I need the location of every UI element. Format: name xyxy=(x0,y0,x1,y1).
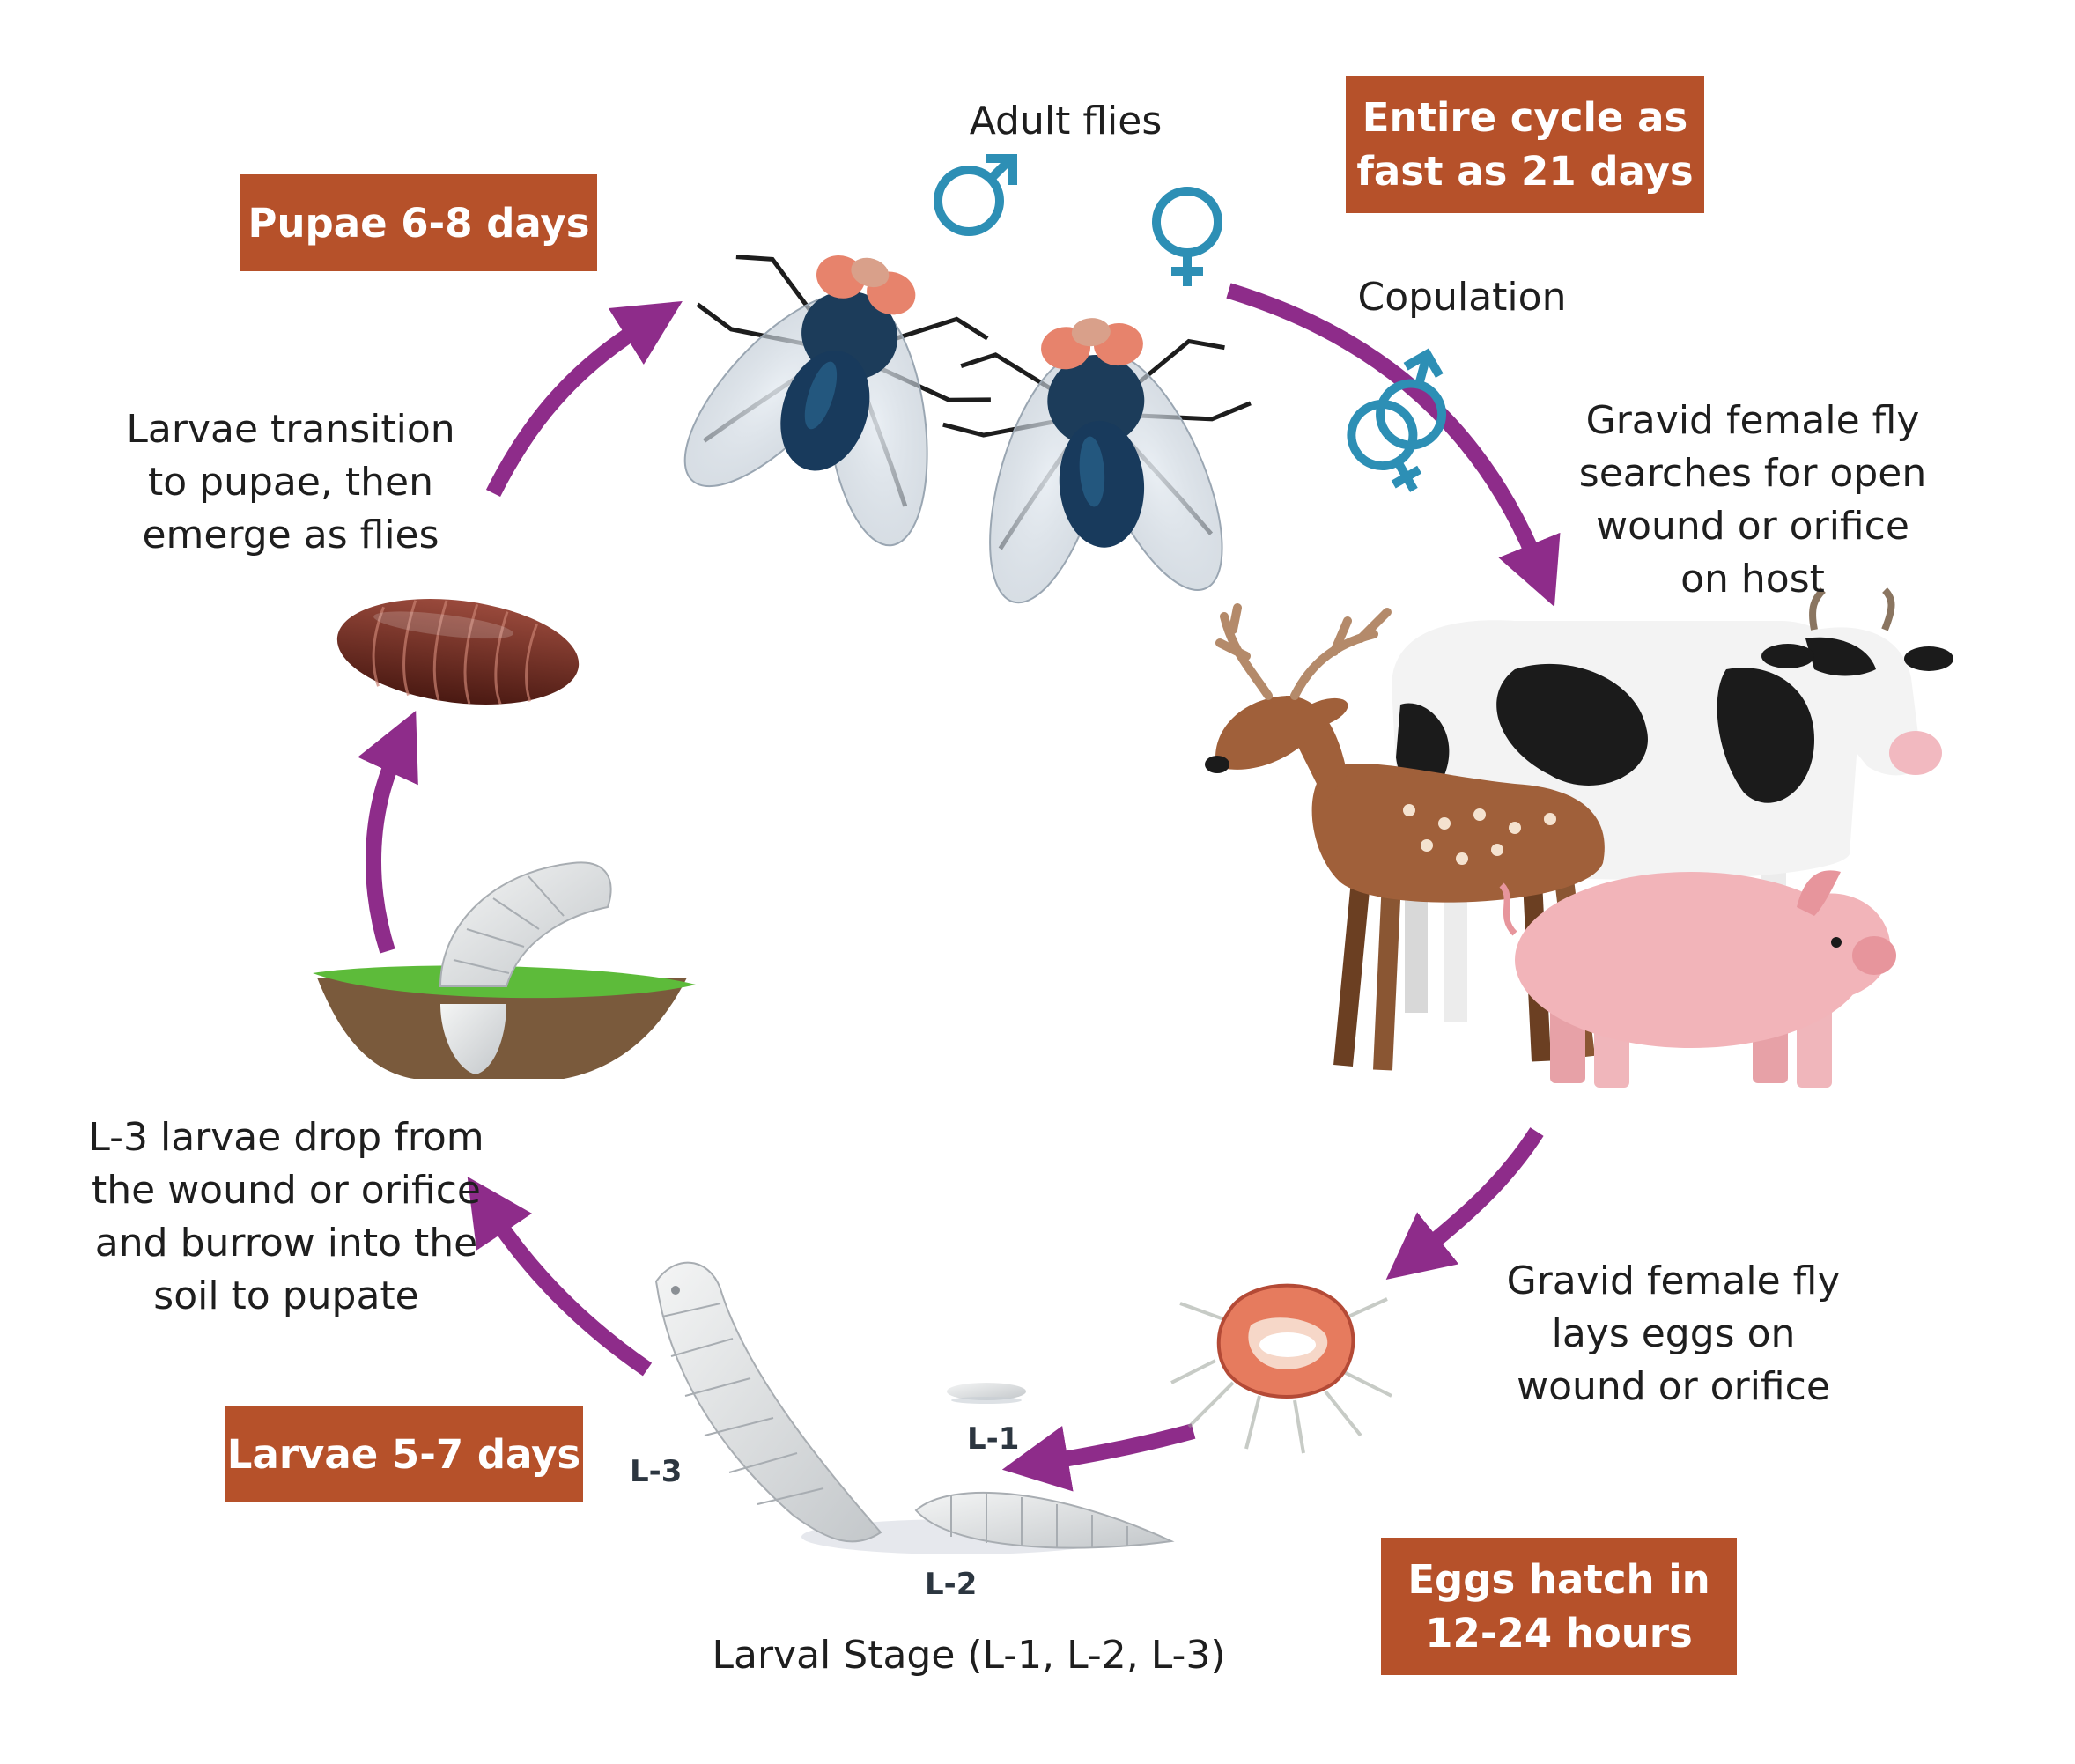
arrow-pupa-to-flies xyxy=(485,300,683,498)
larvae-duration-box: Larvae 5-7 days xyxy=(225,1406,583,1502)
copulation-symbol-icon xyxy=(1347,348,1447,492)
fly-icon xyxy=(683,255,991,547)
arrow-flies-to-host xyxy=(1226,283,1561,608)
eggs-hatch-box: Eggs hatch in 12-24 hours xyxy=(1381,1538,1737,1675)
pupae-duration-box: Pupae 6-8 days xyxy=(240,174,597,271)
adult-flies-label: Adult flies xyxy=(969,99,1163,144)
stage-label-l2: L-2 xyxy=(925,1567,977,1602)
arrow-wound-to-larvae xyxy=(1001,1423,1196,1492)
larvae-transition-label: Larvae transition to pupae, then emerge … xyxy=(126,407,455,557)
female-symbol-icon xyxy=(1152,187,1222,286)
stage-label-l1: L-1 xyxy=(967,1421,1019,1457)
larva-icon xyxy=(654,1261,882,1543)
larva-icon xyxy=(801,1491,1175,1554)
larval-stage-label: Larval Stage (L-1, L-2, L-3) xyxy=(712,1633,1226,1678)
wound-icon xyxy=(1170,1283,1392,1454)
fly-icon xyxy=(942,318,1252,604)
pupa-icon xyxy=(336,599,580,705)
arrow-larvae-to-soil xyxy=(467,1176,653,1377)
entire-cycle-box: Entire cycle as fast as 21 days xyxy=(1346,76,1704,213)
copulation-label: Copulation xyxy=(1357,275,1567,320)
soil-icon xyxy=(313,861,696,1079)
larva-icon xyxy=(947,1383,1026,1404)
arrow-host-to-wound xyxy=(1385,1127,1544,1281)
arrow-soil-to-pupa xyxy=(358,710,418,954)
gravid-lays-label: Gravid female fly lays eggs on wound or … xyxy=(1506,1258,1841,1409)
gravid-search-label: Gravid female fly searches for open woun… xyxy=(1578,398,1927,602)
pig-icon xyxy=(1499,870,1896,1088)
cycle-arrows xyxy=(358,283,1561,1492)
larvae-drop-label: L-3 larvae drop from the wound or orific… xyxy=(88,1115,484,1318)
stage-label-l3: L-3 xyxy=(630,1454,682,1489)
male-symbol-icon xyxy=(934,154,1017,236)
deer-icon xyxy=(1205,603,1605,1071)
